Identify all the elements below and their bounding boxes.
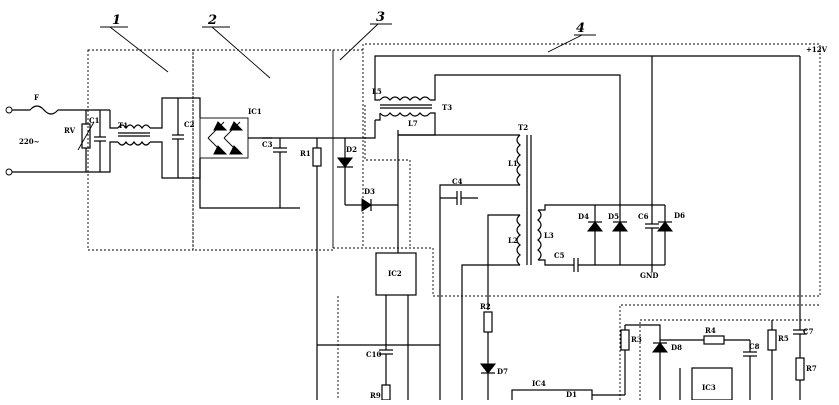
transformer-t2: T2 L1 L2 L3 C4 [439,123,585,400]
resistor-r2 [483,311,493,333]
r7-label: R7 [806,364,817,373]
module-boundaries [87,43,821,400]
fuse-symbol [12,105,100,115]
t1-winding-bottom [117,140,151,146]
c7-label: C7 [803,327,814,336]
l1-label: L1 [508,159,518,168]
d1-label: D1 [566,390,577,399]
r9-label: R9 [370,391,381,400]
module-4-box [333,43,821,297]
module-3-box [332,49,364,249]
resistor-r1 [312,147,322,167]
l2-label: L2 [508,236,518,245]
ic3-boundary [619,304,820,400]
varistor-label: RV [64,126,76,135]
ic2-label: IC2 [388,269,402,278]
ic2-chip [375,252,417,296]
l7-winding [379,112,431,117]
resistor-r7 [795,357,805,381]
ic2-section: IC2 C10 R9 [317,205,440,401]
r4-label: R4 [705,326,716,335]
feedback-section: R2 D7 IC4 D1 [479,302,625,405]
c5-label: C5 [554,251,565,260]
d4-label: D4 [578,212,589,221]
c4-label: C4 [452,177,463,186]
c8-label: C8 [749,342,760,351]
t2-label: T2 [518,123,528,132]
module-1-box [87,49,194,251]
r5-label: R5 [778,334,789,343]
l1-winding [516,134,521,186]
ic3-label: IC3 [702,383,716,392]
diode-d2 [336,157,354,168]
module-number-4: 4 [576,21,585,36]
t3-label: T3 [442,103,452,112]
r2-label: R2 [480,302,491,311]
l7-label: L7 [408,119,418,128]
module-number-1: 1 [112,13,121,28]
module-2-box [192,49,334,251]
diode-d4 [586,221,604,232]
resistor-r4 [703,335,725,345]
c10-label: C10 [366,350,381,359]
r1-label: R1 [300,149,311,158]
l5-winding [379,96,431,101]
ic3-chip [691,367,733,401]
l3-label: L3 [544,231,554,240]
l3-winding [537,209,542,261]
diode-d3 [361,198,372,212]
d3-label: D3 [364,187,375,196]
c2-label: C2 [184,120,195,129]
secondary-output: D4 D5 C6 D6 C5 GND +12V [554,45,828,330]
primary-section: D2 D3 L5 T3 L7 [336,55,652,212]
bridge-label: IC1 [248,107,262,116]
d2-label: D2 [346,145,357,154]
input-terminal-top [5,106,13,114]
input-filter: F 220~ RV C1 T1 C2 [5,93,195,179]
diode-d6 [656,221,674,232]
c3-label: C3 [262,140,273,149]
ic4-label: IC4 [532,379,546,388]
ic3-inner-boundary [639,319,810,400]
diode-d7 [479,363,497,374]
resistor-r3 [620,329,630,351]
diode-d8 [651,342,669,353]
resistor-r9 [381,384,391,401]
ic3-section: R3 D8 R4 C8 IC3 R5 C7 R7 [620,320,817,401]
l5-label: L5 [372,87,382,96]
d6-label: D6 [674,211,685,220]
module-number-3: 3 [376,10,385,25]
module-labels: 1 2 3 4 [100,10,596,79]
r3-label: R3 [631,335,642,344]
resistor-r5 [767,329,777,351]
d5-label: D5 [608,212,619,221]
mains-label: 220~ [19,137,40,146]
bridge-rectifier: IC1 [178,97,280,209]
module-number-2: 2 [207,13,217,28]
dc-bus: C3 R1 [262,137,345,400]
fuse-label: F [34,93,39,102]
plus12v-label: +12V [806,45,828,54]
t1-winding-top [117,124,151,130]
diode-d5 [611,221,629,232]
c1-label: C1 [89,116,100,125]
inner-boundary [364,105,411,248]
l2-winding [516,214,521,266]
input-terminal-bottom [5,168,13,176]
ic4-chip [511,389,593,405]
gnd-label: GND [640,271,658,280]
c6-label: C6 [638,212,649,221]
d8-label: D8 [671,343,682,352]
d7-label: D7 [497,367,508,376]
